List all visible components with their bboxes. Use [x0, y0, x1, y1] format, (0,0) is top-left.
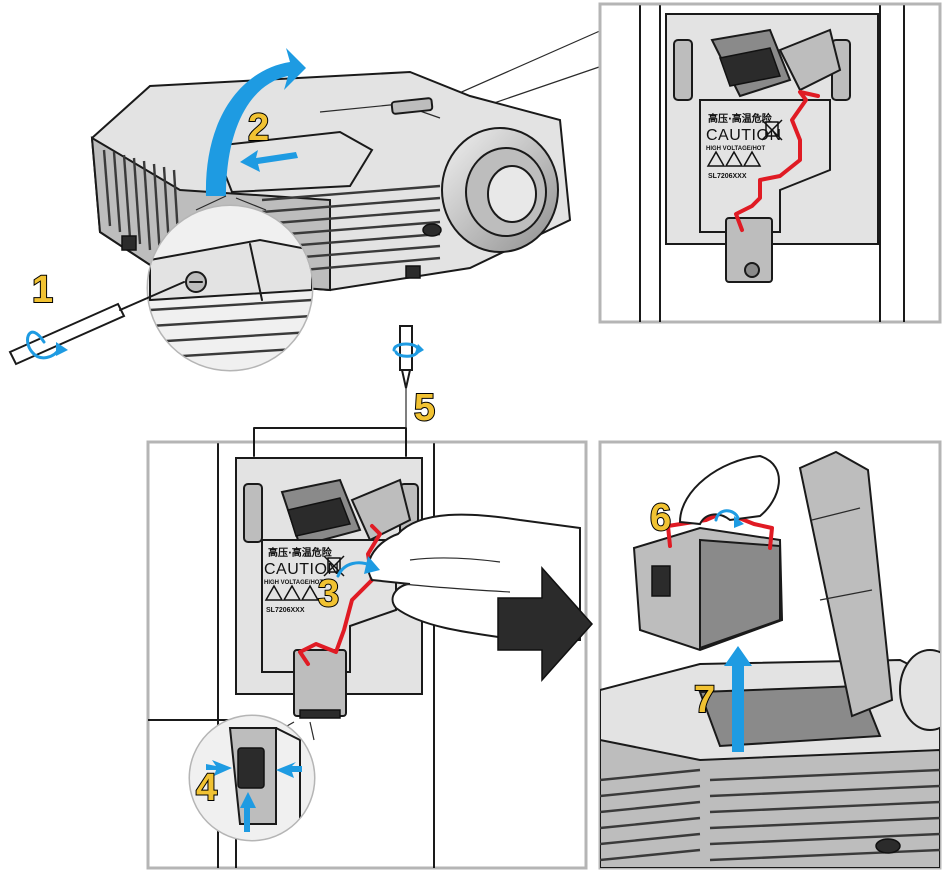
lamp-label-voltage: HIGH VOLTAGE/HOT	[264, 580, 323, 586]
projector-foot	[405, 265, 421, 279]
lamp-label-chinese: 高压·高温危险	[268, 546, 333, 559]
step-number-4: 4	[196, 767, 217, 809]
right-arrow-icon	[497, 566, 594, 682]
ir-sensor	[422, 223, 442, 237]
projector-foot	[121, 235, 137, 251]
screw-zoom	[146, 195, 314, 372]
step-number-1: 1	[32, 269, 53, 311]
warning-triangle-icon	[706, 150, 762, 167]
warning-triangle-icon	[264, 584, 320, 601]
projector-lens	[441, 127, 559, 253]
rotate-arrow-icon	[714, 509, 740, 522]
panel-lamp-compartment-detail: 高压·高温危险 CAUTION HIGH VOLTAGE/HOT SL7206X…	[598, 2, 942, 324]
step-number-7: 7	[694, 679, 715, 721]
lamp-label-part-number: SL7206XXX	[266, 607, 305, 614]
screwdriver-icon	[399, 325, 413, 389]
push-arrow-icon	[724, 646, 752, 752]
rotate-arrow-icon	[26, 330, 62, 360]
hand-illustration	[678, 454, 780, 526]
rotate-arrow-head	[734, 516, 744, 528]
step-number-6: 6	[650, 497, 671, 539]
projector-overview: 2 1	[8, 29, 603, 372]
lamp-label-caution: CAUTION	[264, 561, 340, 578]
push-arrow-icon	[276, 762, 302, 778]
lamp-label-chinese: 高压·高温危险	[708, 112, 773, 125]
rotate-arrow-head	[56, 342, 68, 356]
projector-vents	[600, 768, 940, 862]
screwdriver-icon	[8, 281, 185, 366]
lamp-label-part-number: SL7206XXX	[708, 173, 747, 180]
panel-lamp-removal: 高压·高温危险 CAUTION HIGH VOLTAGE/HOT SL7206X…	[146, 325, 588, 870]
step-number-2: 2	[248, 107, 269, 149]
push-arrow-icon	[240, 792, 256, 832]
top-button	[390, 97, 434, 115]
rotate-arrow-head	[364, 556, 380, 574]
push-arrow-icon	[240, 150, 298, 172]
rotate-arrow-head	[414, 344, 424, 356]
lamp-cover-open	[798, 450, 894, 718]
latch-zoom	[188, 714, 316, 842]
lamp-handle-wire	[734, 90, 820, 232]
push-arrow-icon	[206, 760, 232, 776]
crossed-bin-icon	[761, 119, 783, 141]
screw-callout	[253, 427, 407, 457]
lamp-cover	[212, 130, 374, 194]
rotate-arrow-icon	[205, 48, 306, 196]
lamp-label-voltage: HIGH VOLTAGE/HOT	[706, 146, 765, 152]
step-number-3: 3	[318, 573, 339, 615]
step-number-5: 5	[414, 387, 435, 429]
panel-lamp-lift-out: 6 7	[598, 440, 942, 870]
lamp-handle-wire	[298, 524, 382, 666]
